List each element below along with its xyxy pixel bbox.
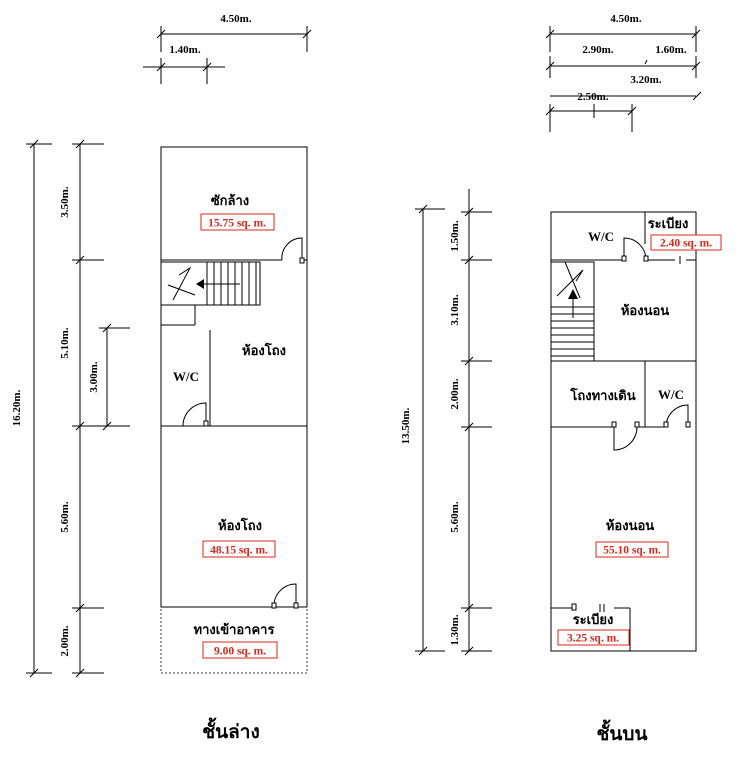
upper-floor-caption: ชั้นบน <box>597 719 648 745</box>
upper-dim-total-depth: 13.50m. <box>400 407 412 444</box>
ground-doors <box>182 237 305 609</box>
upper-stair <box>550 261 595 362</box>
ground-dim-inner: 3.00m. <box>88 361 100 392</box>
ground-top-dimensions: 4.50m. 1.40m. <box>143 13 312 84</box>
ground-floor-caption: ชั้นล่าง <box>202 717 259 743</box>
ground-dim-total-depth: 16.20m. <box>11 389 23 426</box>
upper-left-dimensions: 13.50m. 1.50m. 3.10m. 2.00m. 5.60m. 1.30… <box>400 189 492 656</box>
upper-dim-b: 1.60m. <box>655 44 686 56</box>
upper-dim-total-width: 4.50m. <box>610 13 641 25</box>
upper-bedroom-top-label: ห้องนอน <box>621 303 669 318</box>
ground-laundry-area-box <box>200 213 275 231</box>
upper-dim-depth-2: 3.10m. <box>449 294 461 325</box>
ground-dim-total-width: 4.50m. <box>220 13 251 25</box>
upper-balcony-top-area: 2.40 sq. m. <box>660 238 712 250</box>
ground-hall-lower-label: ห้องโถง <box>218 517 262 533</box>
upper-walls <box>550 211 697 652</box>
upper-bedroom-main-label: ห้องนอน <box>606 518 654 533</box>
upper-bedroom-main-area-box <box>595 541 669 558</box>
ground-floor-plan: 4.50m. 1.40m. 16.20m. <box>11 13 312 743</box>
upper-dim-depth-4: 5.60m. <box>449 501 461 532</box>
ground-stair <box>160 261 261 326</box>
upper-corridor-label: โถงทางเดิน <box>569 387 635 403</box>
ground-dim-depth-3: 5.60m. <box>59 501 71 532</box>
ground-entrance-area-box <box>202 641 278 659</box>
upper-floor-plan: 4.50m. 2.90m. 1.60m. 3.20m. 2.50m. <box>400 13 722 745</box>
upper-wc-mid-label: W/C <box>658 387 684 402</box>
ground-laundry-label: ซักล้าง <box>211 193 249 208</box>
ground-entrance-label: ทางเข้าอาคาร <box>194 622 275 637</box>
ground-wc-label: W/C <box>173 369 199 384</box>
upper-balcony-top-label: ระเบียง <box>648 216 689 231</box>
ground-dim-depth-2: 5.10m. <box>59 327 71 358</box>
ground-dim-depth-1: 3.50m. <box>59 186 71 217</box>
ground-walls <box>160 146 308 674</box>
ground-dim-sub-width: 1.40m. <box>169 44 200 56</box>
upper-doors <box>571 237 691 612</box>
upper-top-dimensions: 4.50m. 2.90m. 1.60m. 3.20m. 2.50m. <box>545 13 702 132</box>
upper-balcony-bottom-area-box <box>557 629 630 646</box>
ground-laundry-area: 15.75 sq. m. <box>208 218 266 230</box>
upper-dim-d: 2.50m. <box>577 91 608 103</box>
upper-balcony-bottom-label: ระเบียง <box>573 612 614 627</box>
upper-balcony-top-area-box <box>650 234 722 251</box>
ground-hall-lower-area-box <box>202 540 276 558</box>
upper-dim-a: 2.90m. <box>582 44 613 56</box>
upper-bedroom-main-area: 55.10 sq. m. <box>603 545 661 557</box>
ground-dim-depth-4: 2.00m. <box>59 625 71 656</box>
ground-hall-lower-area: 48.15 sq. m. <box>210 545 268 557</box>
upper-balcony-bottom-area: 3.25 sq. m. <box>567 633 619 645</box>
upper-dim-depth-5: 1.30m. <box>449 614 461 645</box>
upper-dim-depth-3: 2.00m. <box>449 378 461 409</box>
upper-dim-c: 3.20m. <box>630 74 661 86</box>
upper-dim-depth-1: 1.50m. <box>449 220 461 251</box>
ground-left-dimensions: 16.20m. 3.50m. 5.10m. 5.60m. 2.00m. 3.00… <box>11 139 130 678</box>
ground-entrance-area: 9.00 sq. m. <box>214 646 266 658</box>
ground-hall-upper-label: ห้องโถง <box>242 342 286 358</box>
upper-wc-top-label: W/C <box>588 229 614 244</box>
